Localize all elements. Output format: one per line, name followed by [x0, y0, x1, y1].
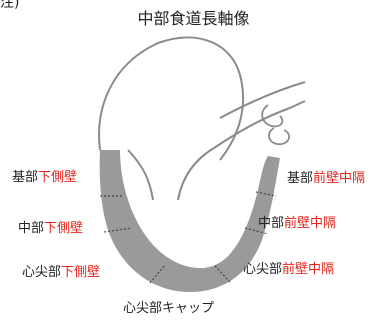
label-wall: 前壁中隔 — [313, 171, 366, 186]
label-wall: 下側壁 — [38, 170, 78, 185]
label-prefix: 心尖部キャップ — [123, 301, 215, 316]
label-basal-anteroseptal: 基部前壁中隔 — [287, 171, 365, 187]
label-wall: 下側壁 — [44, 221, 84, 236]
inner-wall-left — [127, 149, 154, 201]
label-prefix: 心尖部 — [22, 265, 62, 280]
label-prefix: 基部 — [287, 171, 314, 186]
label-wall: 前壁中隔 — [284, 216, 337, 231]
label-prefix: 中部 — [258, 216, 285, 231]
inner-wall-right — [177, 100, 306, 201]
label-prefix: 心尖部 — [243, 262, 283, 277]
label-wall: 下側壁 — [61, 265, 101, 280]
label-mid-inferolateral: 中部下側壁 — [18, 221, 83, 237]
boundary-mid-basal-anterior — [255, 191, 277, 197]
label-apical-inferolateral: 心尖部下側壁 — [22, 265, 100, 281]
heart-outer-outline — [98, 36, 244, 161]
boundary-mid-apical-inferior — [103, 227, 133, 233]
ventricular-wall-band — [99, 150, 281, 292]
label-prefix: 中部 — [18, 221, 45, 236]
segment-boundaries — [100, 191, 277, 284]
label-basal-inferolateral: 基部下側壁 — [12, 170, 77, 186]
valve-curl — [261, 104, 290, 146]
label-apical-cap: 心尖部キャップ — [123, 301, 214, 317]
outflow-tube — [219, 81, 306, 119]
label-prefix: 基部 — [12, 170, 39, 185]
label-wall: 前壁中隔 — [282, 262, 335, 277]
corner-note: 注) — [0, 0, 20, 11]
label-mid-anteroseptal: 中部前壁中隔 — [258, 216, 336, 232]
diagram-title: 中部食道長軸像 — [137, 9, 250, 28]
label-apical-anteroseptal: 心尖部前壁中隔 — [243, 262, 334, 278]
